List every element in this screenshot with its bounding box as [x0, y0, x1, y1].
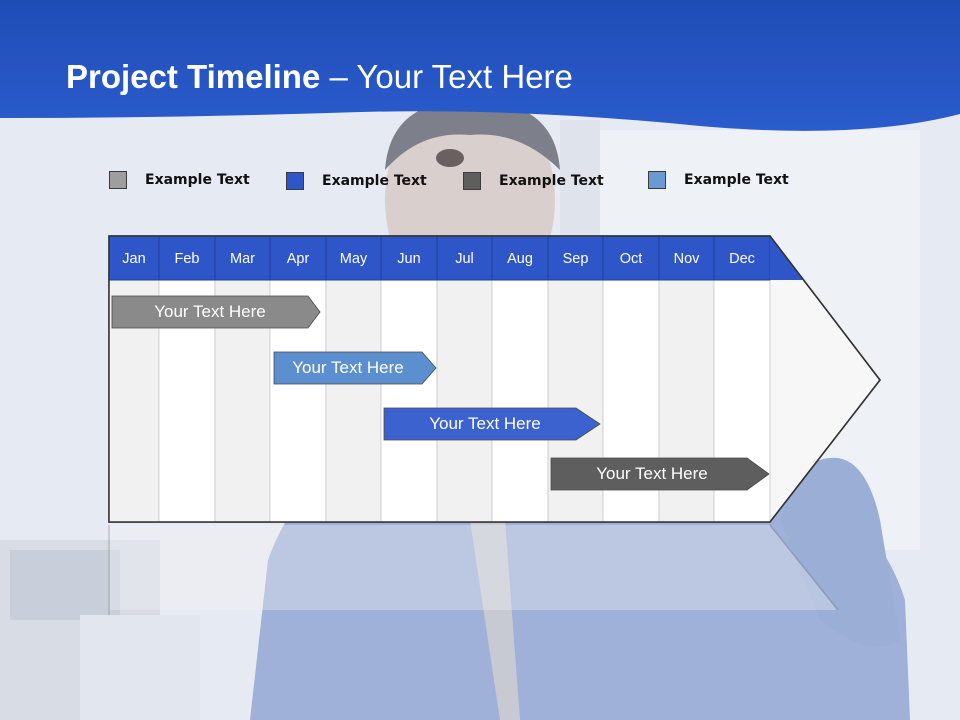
- month-apr: Apr: [286, 251, 310, 267]
- legend-label-4: Example Text: [684, 172, 789, 188]
- month-may: May: [339, 251, 368, 267]
- page-title: Project Timeline – Your Text Here: [66, 58, 573, 96]
- month-sep: Sep: [562, 251, 589, 267]
- task-label-1: Your Text Here: [154, 302, 266, 321]
- legend-label-1: Example Text: [145, 172, 250, 188]
- month-dec: Dec: [729, 251, 755, 267]
- title-bold: Project Timeline: [66, 58, 321, 95]
- task-bar-4: [550, 457, 770, 491]
- task-label-4: Your Text Here: [596, 464, 708, 483]
- legend-swatch-1: [109, 171, 127, 189]
- month-mar: Mar: [230, 251, 255, 267]
- month-jun: Jun: [397, 251, 421, 267]
- legend-label-3: Example Text: [499, 173, 604, 189]
- month-feb: Feb: [174, 251, 200, 267]
- month-column-6: [380, 279, 438, 523]
- title-rest: – Your Text Here: [320, 58, 573, 95]
- header-band: [0, 0, 960, 131]
- month-column-5: [325, 279, 382, 523]
- task-label-3: Your Text Here: [429, 414, 541, 433]
- task-bar-2: [273, 351, 437, 385]
- month-column-8: [491, 279, 549, 523]
- task-bars: [111, 295, 770, 491]
- month-aug: Aug: [507, 251, 533, 267]
- month-nov: Nov: [673, 251, 700, 267]
- task-bar-3: [383, 407, 601, 441]
- legend-label-2: Example Text: [322, 173, 427, 189]
- month-dividers: [158, 236, 715, 280]
- month-column-7: [436, 279, 493, 523]
- task-bar-1: [111, 295, 321, 329]
- legend-swatch-3: [463, 172, 481, 190]
- month-jul: Jul: [455, 251, 474, 267]
- legend-swatch-4: [648, 171, 666, 189]
- legend-swatch-2: [286, 172, 304, 190]
- task-label-2: Your Text Here: [292, 358, 404, 377]
- month-oct: Oct: [619, 251, 643, 267]
- month-jan: Jan: [122, 251, 146, 267]
